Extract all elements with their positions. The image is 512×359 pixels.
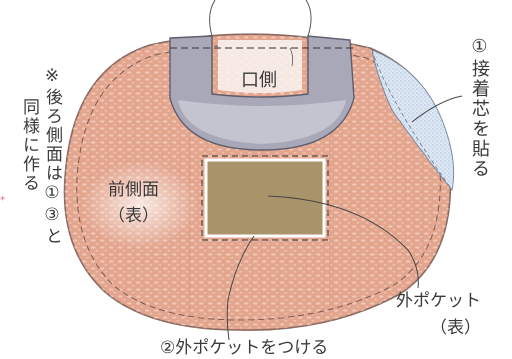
step2-label: ②外ポケットをつける bbox=[160, 338, 329, 358]
step1-leader bbox=[411, 95, 463, 123]
outer-pocket-leader bbox=[267, 195, 419, 289]
outer-pocket-face-label: （表） bbox=[430, 318, 481, 338]
back-side-note-line1: ※後ろ側面は①③と bbox=[42, 66, 62, 246]
outer-pocket bbox=[204, 158, 326, 238]
pocket-stitch-line bbox=[201, 155, 329, 241]
back-side-note-line2: 同様に作る bbox=[19, 98, 39, 193]
outer-pocket-label: 外ポケット bbox=[396, 291, 481, 311]
mouth-side-leader bbox=[289, 47, 294, 67]
front-side-face-label: （表） bbox=[108, 206, 159, 226]
asterisk-mark: * bbox=[0, 195, 5, 206]
mouth-side-label: 口側 bbox=[241, 70, 277, 91]
front-side-label: 前側面 bbox=[108, 180, 159, 200]
step2-leader bbox=[226, 235, 255, 341]
step1-label: ①接着芯を貼る bbox=[469, 36, 490, 179]
label-highlight bbox=[82, 161, 198, 249]
seam-allowance-line bbox=[76, 44, 441, 321]
